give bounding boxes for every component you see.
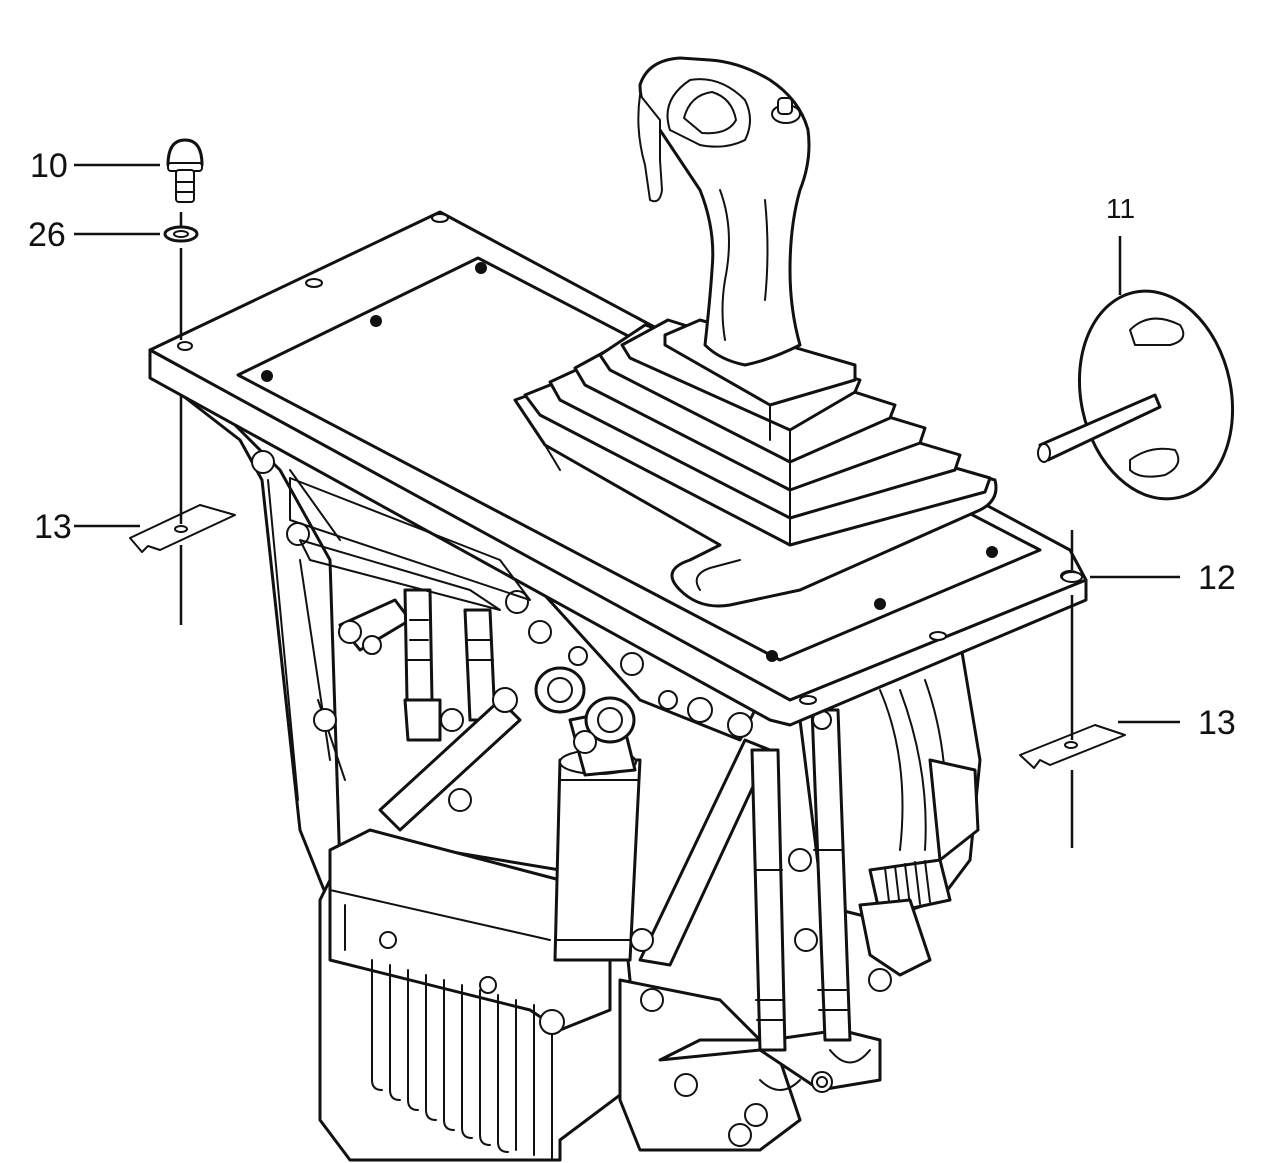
joystick-handle xyxy=(637,56,811,367)
part-13-shim-left xyxy=(129,504,236,553)
callout-12: 12 xyxy=(1198,559,1236,597)
internal-linkage xyxy=(313,578,852,1052)
callout-13-right: 13 xyxy=(1198,704,1236,742)
callout-13-left: 13 xyxy=(34,508,72,546)
part-13-shim-right xyxy=(1019,724,1126,769)
part-11-disc xyxy=(1037,289,1235,501)
part-10-screw xyxy=(166,138,204,203)
leader-lines xyxy=(74,163,1180,724)
callout-10: 10 xyxy=(30,147,68,185)
callout-26: 26 xyxy=(28,216,66,254)
callout-11: 11 xyxy=(1106,193,1135,224)
part-12-washer xyxy=(1061,571,1083,583)
gear-lever-boot xyxy=(513,318,998,608)
callouts: 10 26 13 11 12 13 xyxy=(28,147,1236,742)
part-26-washer xyxy=(163,225,199,243)
assembly-axis-lines xyxy=(179,212,1074,848)
